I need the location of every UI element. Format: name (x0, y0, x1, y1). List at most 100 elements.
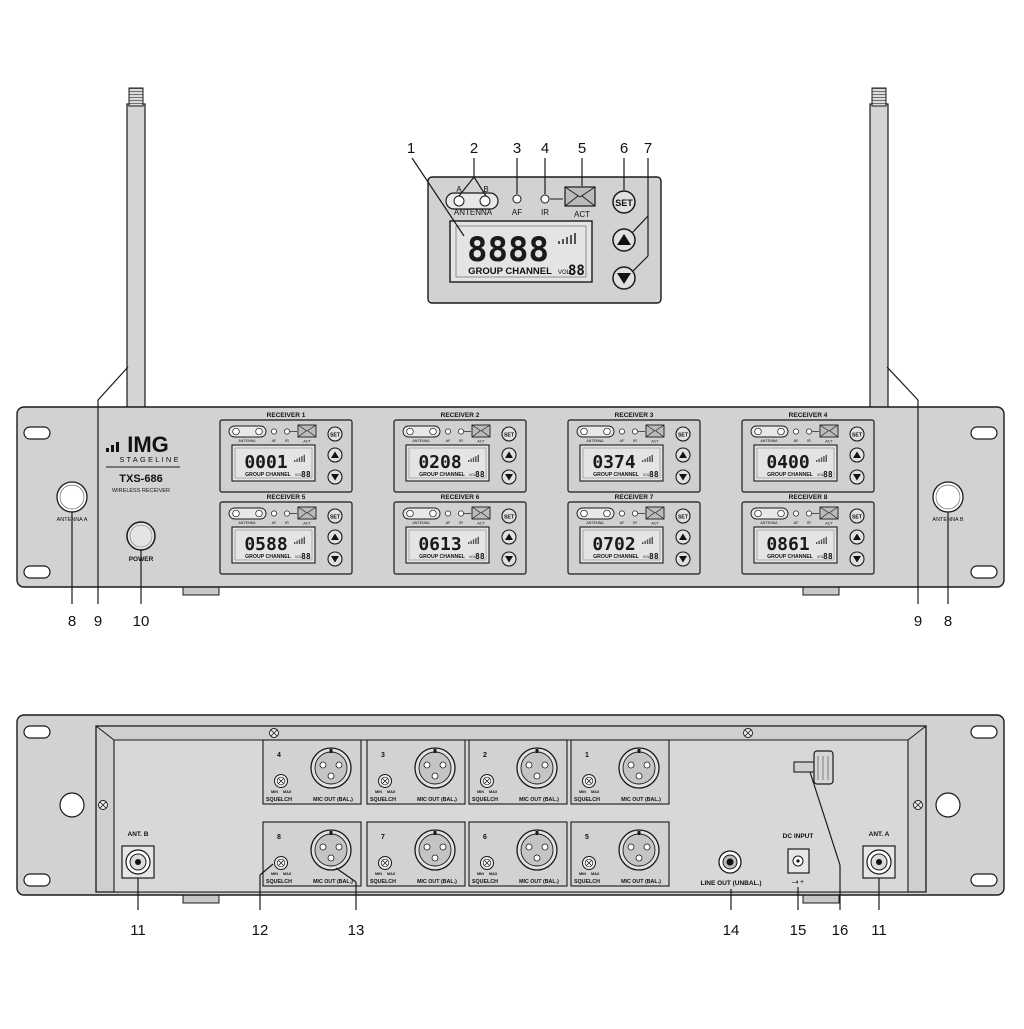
xlr-output-connector[interactable] (310, 747, 352, 789)
squelch-min-label: MIN (477, 790, 484, 794)
detail-af-label: AF (512, 208, 522, 217)
af-label: AF (272, 521, 278, 525)
set-button[interactable] (501, 426, 517, 442)
dc-input-label: DC INPUT (783, 833, 814, 840)
receiver-title: RECEIVER 7 (615, 494, 654, 501)
detail-act-label: ACT (574, 210, 590, 219)
act-label: ACT (651, 440, 659, 444)
squelch-min-label: MIN (579, 872, 586, 876)
set-button[interactable] (501, 508, 517, 524)
dc-polarity-icon: –◐+ (792, 879, 804, 886)
callout-7: 7 (644, 140, 652, 157)
squelch-trimmer[interactable] (378, 774, 392, 788)
vol-value: 88 (649, 552, 659, 561)
front-antenna-b-connector[interactable] (932, 481, 964, 513)
ir-label: IR (633, 439, 637, 443)
set-button[interactable] (675, 508, 691, 524)
callout-4: 4 (541, 140, 549, 157)
af-label: AF (794, 439, 800, 443)
squelch-trimmer[interactable] (582, 774, 596, 788)
set-label: SET (504, 433, 515, 439)
set-button[interactable] (849, 508, 865, 524)
squelch-min-label: MIN (477, 872, 484, 876)
receiver-lcd (405, 444, 490, 482)
af-led (445, 428, 451, 435)
group-channel-label: GROUP CHANNEL (245, 554, 292, 560)
up-arrow-icon (853, 451, 861, 458)
detail-lcd-digits: 8888 (467, 230, 549, 270)
group-channel-label: GROUP CHANNEL (245, 472, 292, 478)
receiver-lcd (231, 444, 316, 482)
ir-led (284, 510, 290, 517)
squelch-label: SQUELCH (472, 879, 498, 885)
squelch-trimmer[interactable] (274, 774, 288, 788)
img-stageline-logo: IMG STAGELINE (106, 432, 178, 464)
antenna-a-led (580, 427, 588, 436)
signal-bars-icon (816, 454, 827, 462)
mic-out-label: MIC OUT (BAL.) (519, 797, 559, 803)
set-button[interactable] (327, 508, 343, 524)
squelch-min-label: MIN (375, 790, 382, 794)
squelch-trimmer[interactable] (480, 774, 494, 788)
xlr-output-connector[interactable] (618, 829, 660, 871)
squelch-trimmer[interactable] (582, 856, 596, 870)
af-label: AF (272, 439, 278, 443)
down-arrow-icon (853, 474, 861, 481)
ir-label: IR (807, 439, 811, 443)
up-arrow-icon (505, 533, 513, 540)
ir-led (458, 510, 464, 517)
xlr-output-connector[interactable] (618, 747, 660, 789)
rear-ant-a-connector[interactable] (862, 845, 896, 879)
vol-label: VOL (295, 473, 302, 477)
up-arrow-icon (505, 451, 513, 458)
channel-number: 8 (277, 834, 281, 841)
af-label: AF (620, 439, 626, 443)
xlr-output-connector[interactable] (414, 747, 456, 789)
power-button[interactable] (126, 521, 156, 551)
channel-number: 2 (483, 752, 487, 759)
xlr-output-connector[interactable] (414, 829, 456, 871)
xlr-output-connector[interactable] (516, 829, 558, 871)
line-out-jack[interactable] (718, 850, 742, 874)
act-label: ACT (825, 522, 833, 526)
detail-vol-value: 88 (568, 263, 585, 279)
squelch-trimmer[interactable] (274, 856, 288, 870)
squelch-min-label: MIN (271, 872, 278, 876)
set-button[interactable] (675, 426, 691, 442)
detail-signal-bars-icon (558, 233, 576, 244)
screw-icon (913, 800, 923, 810)
front-antenna-a-connector[interactable] (56, 481, 88, 513)
left-antenna (126, 87, 146, 411)
detail-set-label: SET (615, 198, 633, 208)
act-label: ACT (303, 522, 311, 526)
set-button[interactable] (327, 426, 343, 442)
receiver-title: RECEIVER 4 (789, 412, 828, 419)
rear-ant-b-connector[interactable] (121, 845, 155, 879)
receiver-lcd (753, 444, 838, 482)
xlr-output-connector[interactable] (310, 829, 352, 871)
xlr-output-connector[interactable] (516, 747, 558, 789)
detail-ir-led (540, 194, 550, 204)
squelch-trimmer[interactable] (378, 856, 392, 870)
squelch-max-label: MAX (591, 872, 600, 876)
set-label: SET (504, 515, 515, 521)
ir-label: IR (459, 521, 463, 525)
front-callouts (71, 366, 949, 604)
squelch-trimmer[interactable] (480, 856, 494, 870)
vol-label: VOL (643, 473, 650, 477)
af-led (271, 428, 277, 435)
receiver-channel-display: 0208 (418, 452, 461, 473)
line-out-label: LINE OUT (UNBAL.) (700, 880, 761, 887)
receiver-channel-display: 0374 (592, 452, 636, 473)
ir-label: IR (459, 439, 463, 443)
dc-input-jack[interactable] (787, 848, 810, 874)
set-button[interactable] (849, 426, 865, 442)
detail-set-button[interactable] (612, 190, 636, 214)
act-label: ACT (477, 522, 485, 526)
